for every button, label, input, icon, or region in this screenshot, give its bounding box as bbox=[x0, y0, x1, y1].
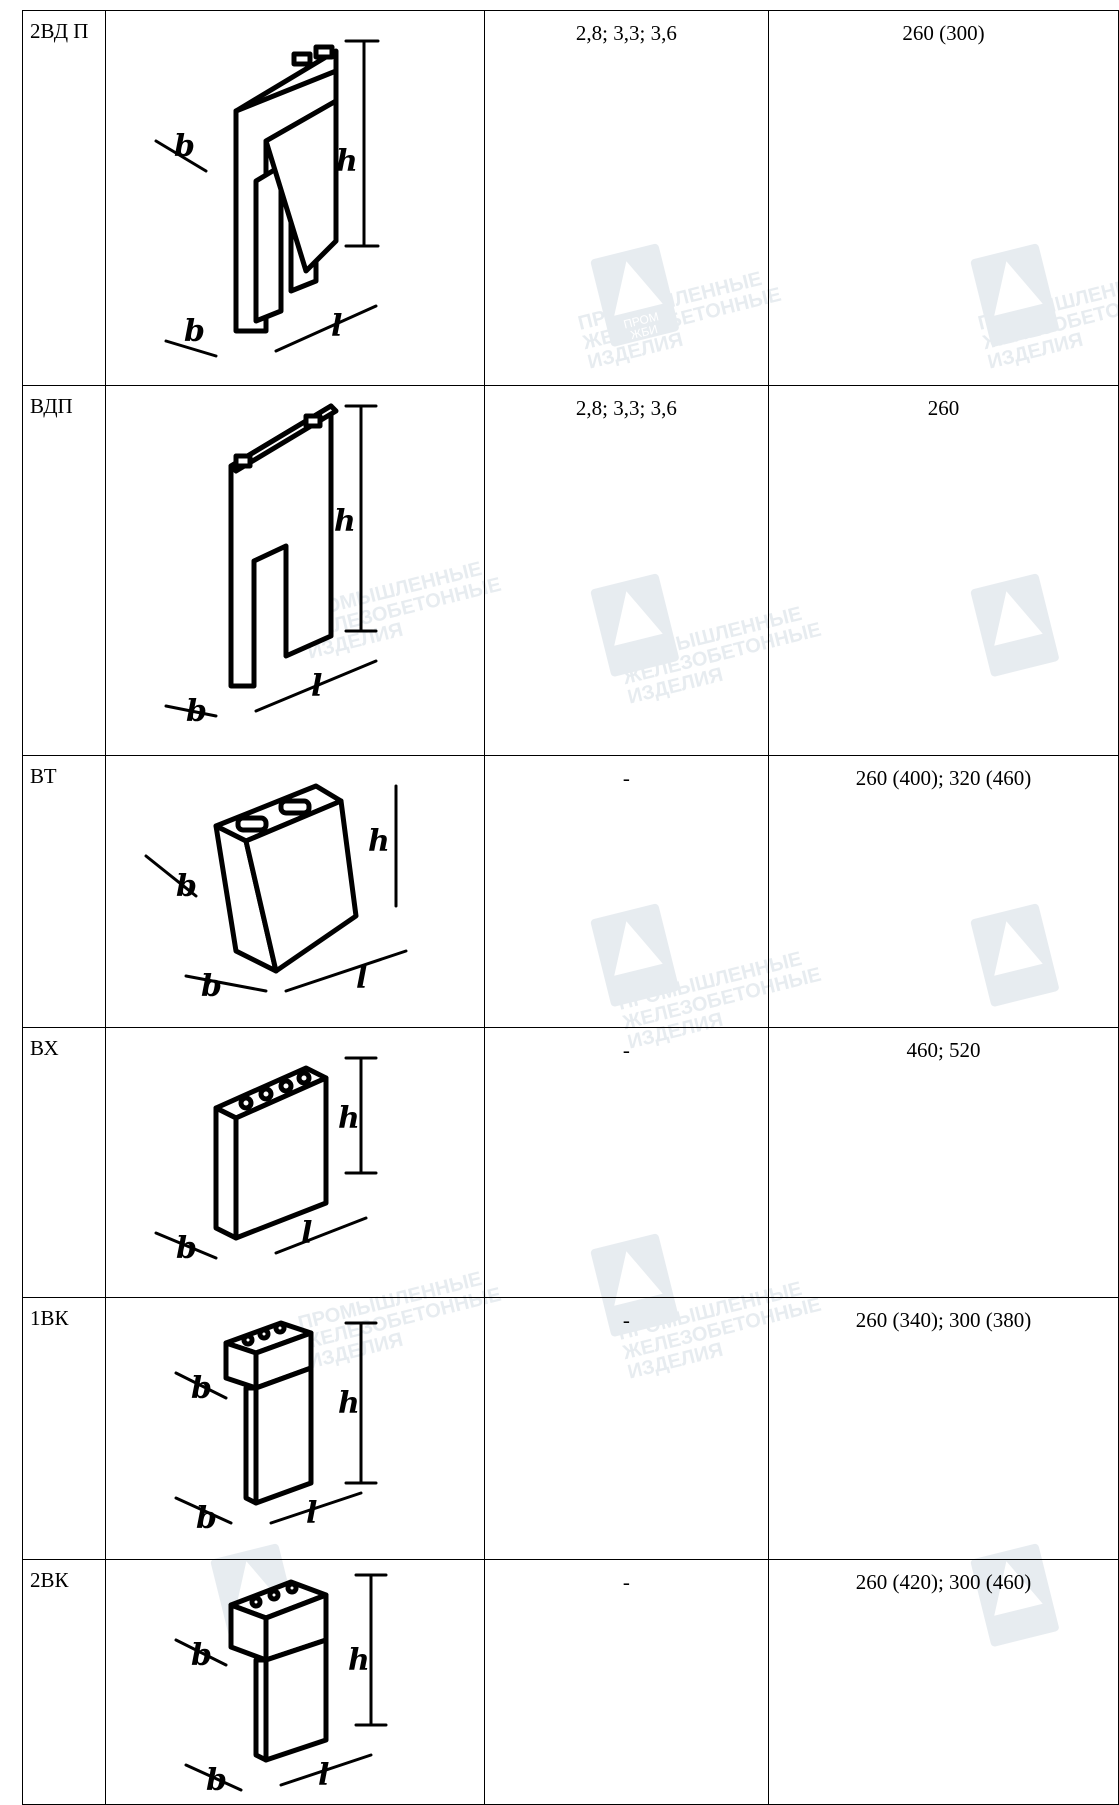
dimension-label-h: h bbox=[338, 1101, 360, 1136]
block-2vk-drawing: h l b b bbox=[174, 1573, 388, 1798]
drawing-cell: h l b b bbox=[104, 755, 485, 1028]
dimension-label-b: b bbox=[176, 869, 197, 904]
block-code: 2ВД П bbox=[22, 10, 106, 386]
dimension-label-l: l bbox=[301, 1216, 312, 1251]
values-cell-2: 260 (300) bbox=[767, 10, 1119, 386]
dimension-label-l: l bbox=[311, 669, 322, 704]
dimension-label-b: b bbox=[186, 694, 207, 729]
drawing-cell: h l b b bbox=[104, 1559, 485, 1805]
dimension-label-l: l bbox=[306, 1496, 317, 1531]
table-row: ВХ h l b - 460; 520 bbox=[22, 1027, 1119, 1298]
table-row: 1ВК h l b b - bbox=[22, 1297, 1119, 1560]
values-cell-2: 460; 520 bbox=[767, 1027, 1119, 1298]
table-row: 2ВД П h l b b 2,8; 3,3; bbox=[22, 10, 1119, 386]
values-cell-1: - bbox=[483, 1297, 769, 1560]
dimension-label-l: l bbox=[318, 1758, 329, 1793]
drawing-cell: h l b bbox=[104, 385, 485, 756]
block-code: ВХ bbox=[22, 1027, 106, 1298]
drawing-cell: h l b b bbox=[104, 10, 485, 386]
block-vx-drawing: h l b bbox=[154, 1056, 378, 1266]
values-cell-1: - bbox=[483, 1559, 769, 1805]
dimension-label-b: b bbox=[206, 1763, 227, 1798]
dimension-label-b: b bbox=[176, 1231, 197, 1266]
values-cell-2: 260 bbox=[767, 385, 1119, 756]
values-cell-2: 260 (340); 300 (380) bbox=[767, 1297, 1119, 1560]
dimension-label-b: b bbox=[196, 1501, 217, 1536]
blocks-table: 2ВД П h l b b 2,8; 3,3; bbox=[22, 10, 1119, 1805]
values-cell-1: - bbox=[483, 755, 769, 1028]
table-row: ВДП h l b 2,8; 3,3; 3,6 260 bbox=[22, 385, 1119, 756]
dimension-label-b: b bbox=[174, 129, 195, 164]
values-cell-1: - bbox=[483, 1027, 769, 1298]
values-cell-2: 260 (420); 300 (460) bbox=[767, 1559, 1119, 1805]
drawing-cell: h l b b bbox=[104, 1297, 485, 1560]
drawing-cell: h l b bbox=[104, 1027, 485, 1298]
table-row: ВТ h l b b - 260 (400); 320 (460) bbox=[22, 755, 1119, 1028]
values-cell-1: 2,8; 3,3; 3,6 bbox=[483, 10, 769, 386]
values-cell-1: 2,8; 3,3; 3,6 bbox=[483, 385, 769, 756]
block-code: ВТ bbox=[22, 755, 106, 1028]
dimension-label-l: l bbox=[356, 961, 367, 996]
block-2vdp-drawing: h l b b bbox=[154, 39, 380, 358]
block-code: ВДП bbox=[22, 385, 106, 756]
dimension-label-b: b bbox=[191, 1638, 212, 1673]
values-cell-2: 260 (400); 320 (460) bbox=[767, 755, 1119, 1028]
block-code: 2ВК bbox=[22, 1559, 106, 1805]
block-vdp-drawing: h l b bbox=[164, 403, 378, 729]
dimension-label-h: h bbox=[338, 1386, 360, 1421]
dimension-label-h: h bbox=[336, 144, 358, 179]
dimension-label-h: h bbox=[348, 1643, 370, 1678]
block-code: 1ВК bbox=[22, 1297, 106, 1560]
dimension-label-h: h bbox=[334, 504, 356, 539]
dimension-label-l: l bbox=[331, 309, 342, 344]
dimension-label-b: b bbox=[201, 969, 222, 1004]
table-row: 2ВК h l b b - bbox=[22, 1559, 1119, 1805]
dimension-label-h: h bbox=[368, 824, 390, 859]
dimension-label-b: b bbox=[184, 314, 205, 349]
block-1vk-drawing: h l b b bbox=[174, 1320, 378, 1536]
block-vt-drawing: h l b b bbox=[144, 783, 408, 1004]
dimension-label-b: b bbox=[191, 1371, 212, 1406]
